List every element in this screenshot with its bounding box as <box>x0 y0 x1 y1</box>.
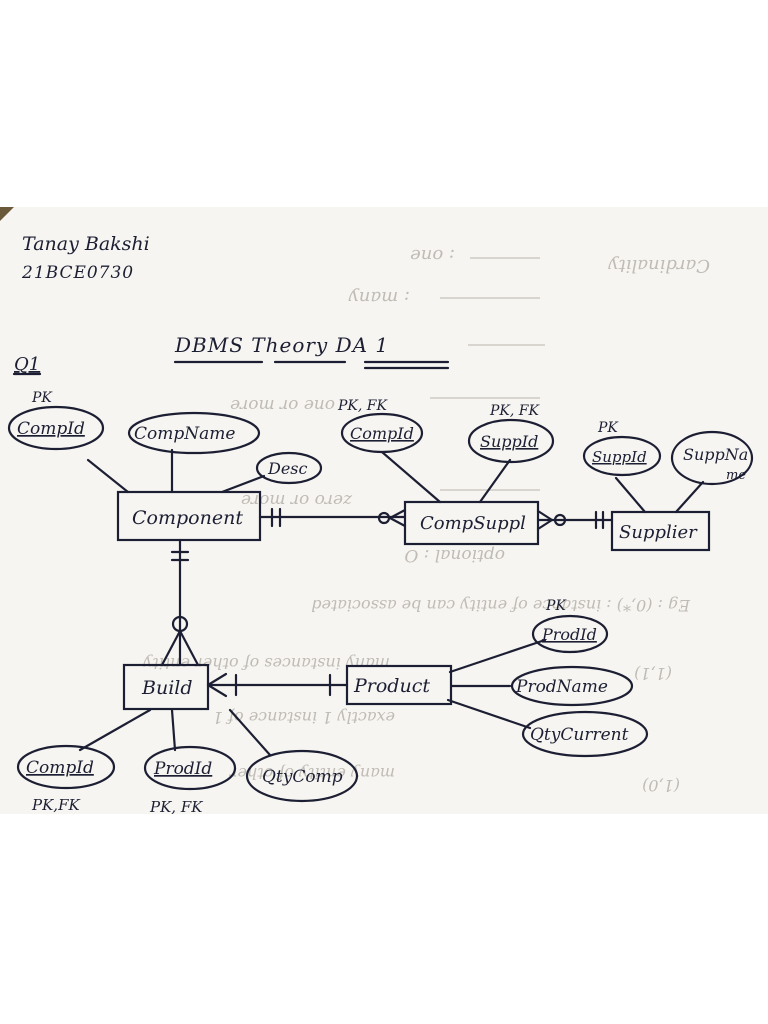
key-component-comp-id: PK <box>31 390 53 406</box>
attr-supplier-supp-id: SuppId <box>592 448 647 466</box>
bleed-exactly: exactly 1 instance of 1 <box>213 708 395 727</box>
entity-comp-suppl: CompSuppl <box>420 513 526 534</box>
key-compsuppl-comp-id: PK, FK <box>337 398 388 414</box>
attr-compsuppl-comp-id-oval <box>340 412 424 454</box>
notebook-page: Cardinality : one : many one or more zer… <box>0 207 768 814</box>
attr-component-comp-id: CompId <box>17 419 85 439</box>
attr-component-comp-name: CompName <box>134 424 235 444</box>
bleed-one-one: (1,1) <box>634 664 672 683</box>
attr-product-qty-current: QtyCurrent <box>530 725 629 745</box>
bleed-zero-one: (1,0) <box>642 776 680 795</box>
attr-product-prod-id-oval <box>531 614 609 654</box>
attr-component-desc: Desc <box>267 459 308 478</box>
entity-build-box <box>122 663 210 711</box>
attr-build-prod-id-oval <box>143 745 237 791</box>
attr-supplier-supp-name-line2: me <box>726 468 746 483</box>
attr-supplier-supp-name-line1: SuppNa <box>683 445 748 464</box>
attr-build-qty-comp-oval <box>245 749 359 803</box>
bleed-optional: optional : O <box>404 545 505 565</box>
attr-component-desc-oval <box>255 451 323 485</box>
entity-build: Build <box>141 677 193 699</box>
bleed-one: : one <box>410 245 455 266</box>
bleed-cardinality: Cardinality <box>608 255 710 276</box>
attr-component-comp-id-oval <box>7 405 105 451</box>
attr-supplier-supp-id-oval <box>582 435 662 477</box>
key-product-prod-id: PK <box>545 598 567 614</box>
author-name: Tanay Bakshi <box>22 233 150 255</box>
entity-supplier: Supplier <box>619 522 698 543</box>
bleed-one-or-more: one or more <box>230 395 335 415</box>
entity-product-box <box>345 664 453 706</box>
page-corner <box>0 207 14 221</box>
attr-build-prod-id: ProdId <box>153 759 212 779</box>
bleed-many: : many <box>348 287 410 308</box>
bleed-through: Cardinality : one : many one or more zer… <box>142 245 710 795</box>
attr-product-prod-name-oval <box>510 665 634 707</box>
attr-product-prod-name: ProdName <box>515 677 608 697</box>
attr-supplier-supp-name-oval <box>670 430 754 486</box>
question-label: Q1 <box>14 354 40 375</box>
bleed-zero-or-more: zero or more <box>241 490 353 510</box>
attr-compsuppl-supp-id-oval <box>467 418 555 464</box>
entity-supplier-box <box>610 510 711 552</box>
page-title: DBMS Theory DA 1 <box>174 333 389 357</box>
attr-product-qty-current-oval <box>521 710 649 758</box>
bleed-eg: Eg : (0,*) : instance of entity can be a… <box>311 596 691 615</box>
attr-product-prod-id: ProdId <box>541 625 597 644</box>
registration-number: 21BCE0730 <box>21 263 134 283</box>
attr-build-comp-id-oval <box>16 744 116 790</box>
entity-component-box <box>116 490 262 542</box>
bleed-many-instances: many instances of other entity <box>142 654 390 673</box>
attr-build-comp-id: CompId <box>26 758 94 778</box>
key-supplier-supp-id: PK <box>597 420 619 436</box>
er-diagram: Cardinality : one : many one or more zer… <box>7 233 754 814</box>
key-compsuppl-supp-id: PK, FK <box>489 403 540 419</box>
entity-product: Product <box>353 675 430 697</box>
attr-compsuppl-comp-id: CompId <box>350 424 414 443</box>
key-build-comp-id: PK,FK <box>31 796 80 814</box>
attr-component-comp-name-oval <box>127 411 261 455</box>
entity-comp-suppl-box <box>403 500 540 546</box>
bleed-many-other: many entity of other <box>229 764 395 783</box>
attr-build-qty-comp: QtyComp <box>262 767 343 787</box>
entity-component: Component <box>132 507 243 529</box>
key-build-prod-id: PK, FK <box>149 798 203 814</box>
attr-compsuppl-supp-id: SuppId <box>480 432 538 451</box>
